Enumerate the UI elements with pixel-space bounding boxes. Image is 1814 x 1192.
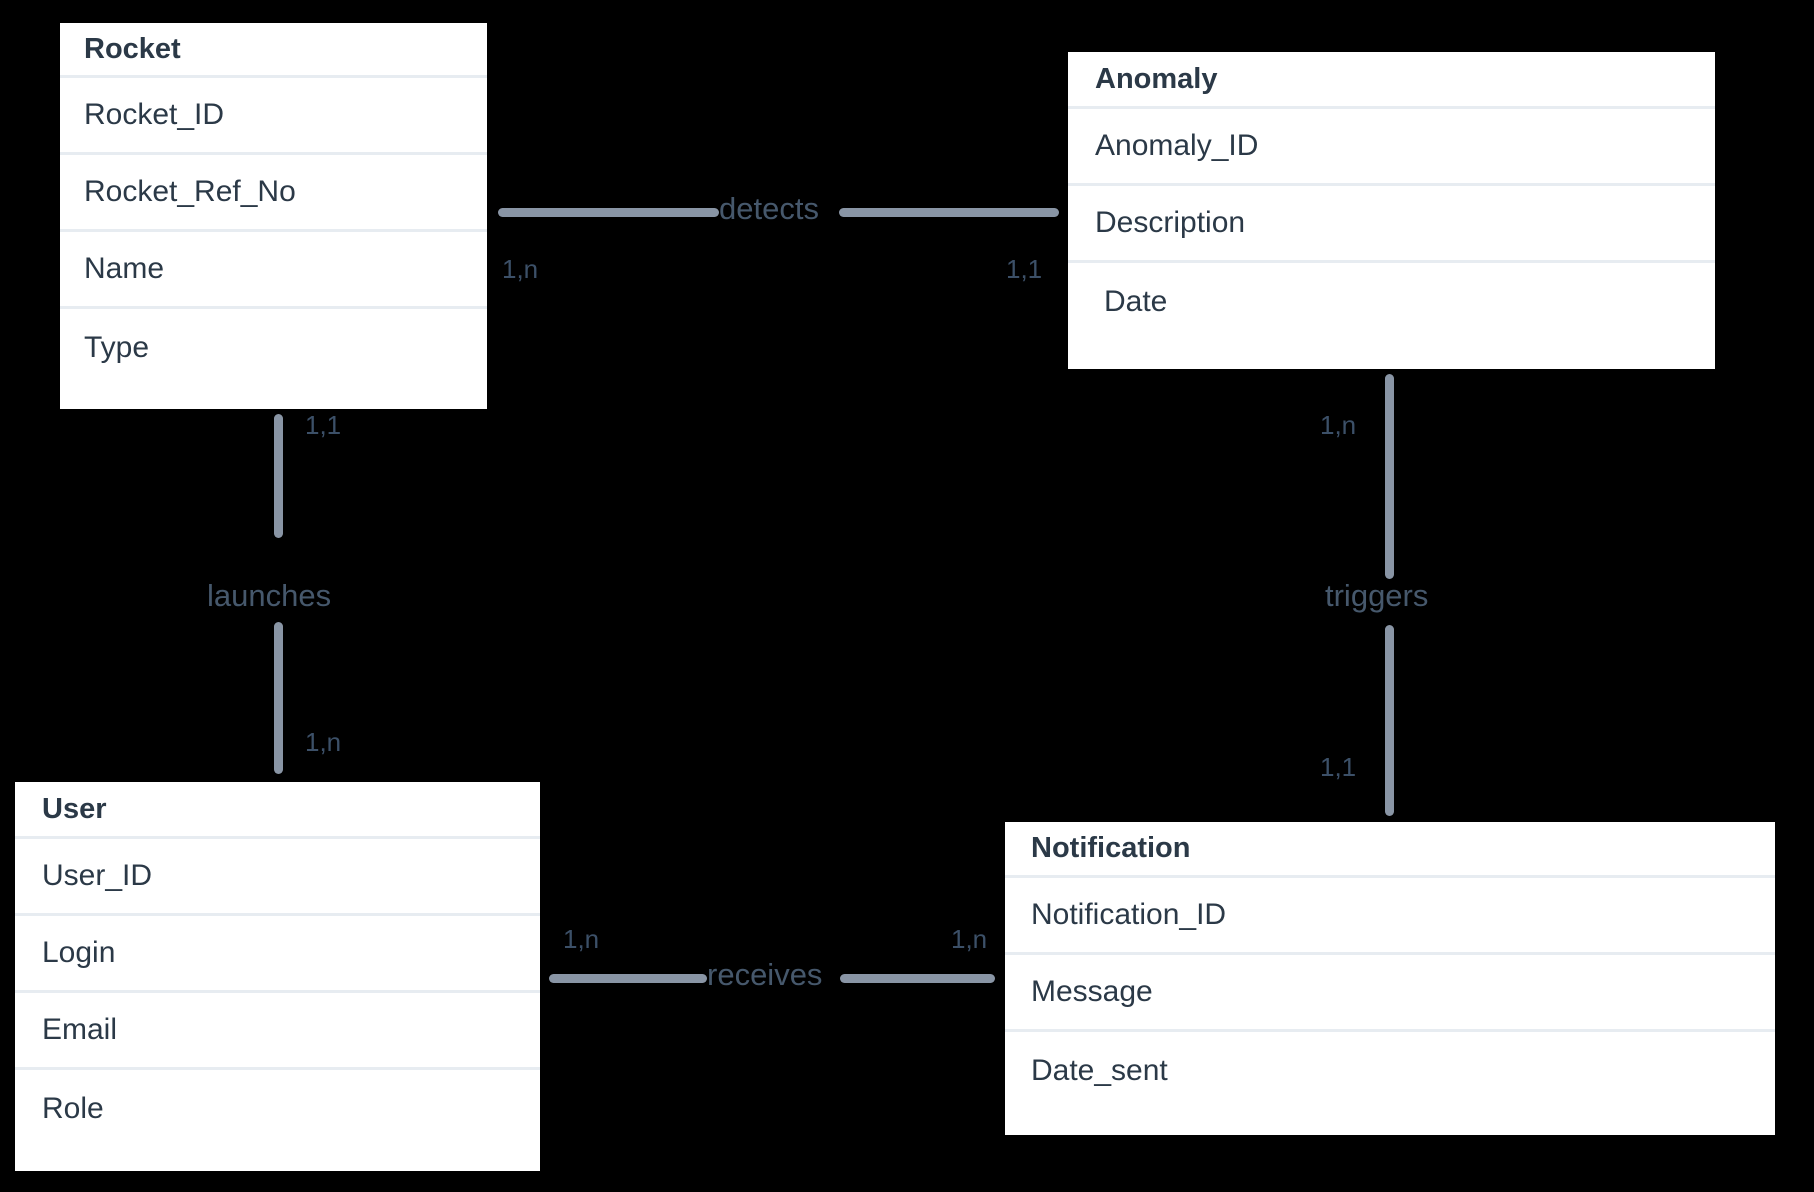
relationship-triggers-label: triggers bbox=[1325, 578, 1429, 613]
entity-user-attribute-role: Role bbox=[42, 1091, 104, 1125]
relationship-triggers-line-bottom bbox=[1385, 625, 1394, 816]
entity-notification-attribute-message: Message bbox=[1005, 955, 1775, 1032]
entity-notification-attribute-date-sent: Date_sent bbox=[1031, 1053, 1168, 1087]
entity-anomaly-attribute-date: Date bbox=[1104, 284, 1168, 318]
cardinality-detects-rocket: 1,n bbox=[502, 254, 539, 284]
entity-rocket-attribute-rocket-id: Rocket_ID bbox=[60, 78, 487, 155]
cardinality-receives-notification: 1,n bbox=[951, 924, 988, 954]
entity-anomaly-title: Anomaly bbox=[1068, 52, 1715, 109]
entity-rocket-title: Rocket bbox=[60, 23, 487, 78]
entity-user-title: User bbox=[15, 782, 540, 839]
entity-rocket-attribute-name: Name bbox=[60, 232, 487, 309]
entity-anomaly-attribute-anomaly-id: Anomaly_ID bbox=[1068, 109, 1715, 186]
relationship-launches-line-bottom bbox=[274, 622, 283, 774]
entity-user-attribute-login: Login bbox=[15, 916, 540, 993]
cardinality-triggers-notification: 1,1 bbox=[1320, 752, 1357, 782]
entity-anomaly[interactable]: Anomaly Anomaly_ID Description Date bbox=[1068, 52, 1715, 369]
entity-user-attribute-user-id: User_ID bbox=[15, 839, 540, 916]
relationship-receives-line-left bbox=[549, 974, 707, 983]
cardinality-launches-rocket: 1,1 bbox=[305, 410, 342, 440]
relationship-triggers-line-top bbox=[1385, 374, 1394, 579]
relationship-detects-label: detects bbox=[719, 191, 819, 226]
entity-notification[interactable]: Notification Notification_ID Message Dat… bbox=[1005, 822, 1775, 1135]
entity-notification-title: Notification bbox=[1005, 822, 1775, 878]
entity-rocket[interactable]: Rocket Rocket_ID Rocket_Ref_No Name Type bbox=[60, 23, 487, 409]
relationship-detects-line-left bbox=[498, 208, 719, 217]
cardinality-receives-user: 1,n bbox=[563, 924, 600, 954]
entity-anomaly-attribute-description: Description bbox=[1068, 186, 1715, 263]
entity-user-attribute-email: Email bbox=[15, 993, 540, 1070]
cardinality-detects-anomaly: 1,1 bbox=[1006, 254, 1043, 284]
relationship-launches-label: launches bbox=[207, 578, 332, 613]
entity-rocket-attribute-rocket-ref-no: Rocket_Ref_No bbox=[60, 155, 487, 232]
cardinality-launches-user: 1,n bbox=[305, 727, 342, 757]
relationship-receives-line-right bbox=[840, 974, 995, 983]
relationship-receives-label: receives bbox=[707, 957, 823, 992]
entity-notification-attribute-notification-id: Notification_ID bbox=[1005, 878, 1775, 955]
entity-user[interactable]: User User_ID Login Email Role bbox=[15, 782, 540, 1171]
relationship-detects-line-right bbox=[839, 208, 1059, 217]
cardinality-triggers-anomaly: 1,n bbox=[1320, 410, 1357, 440]
entity-rocket-attribute-type: Type bbox=[84, 330, 150, 364]
relationship-launches-line-top bbox=[274, 414, 283, 538]
